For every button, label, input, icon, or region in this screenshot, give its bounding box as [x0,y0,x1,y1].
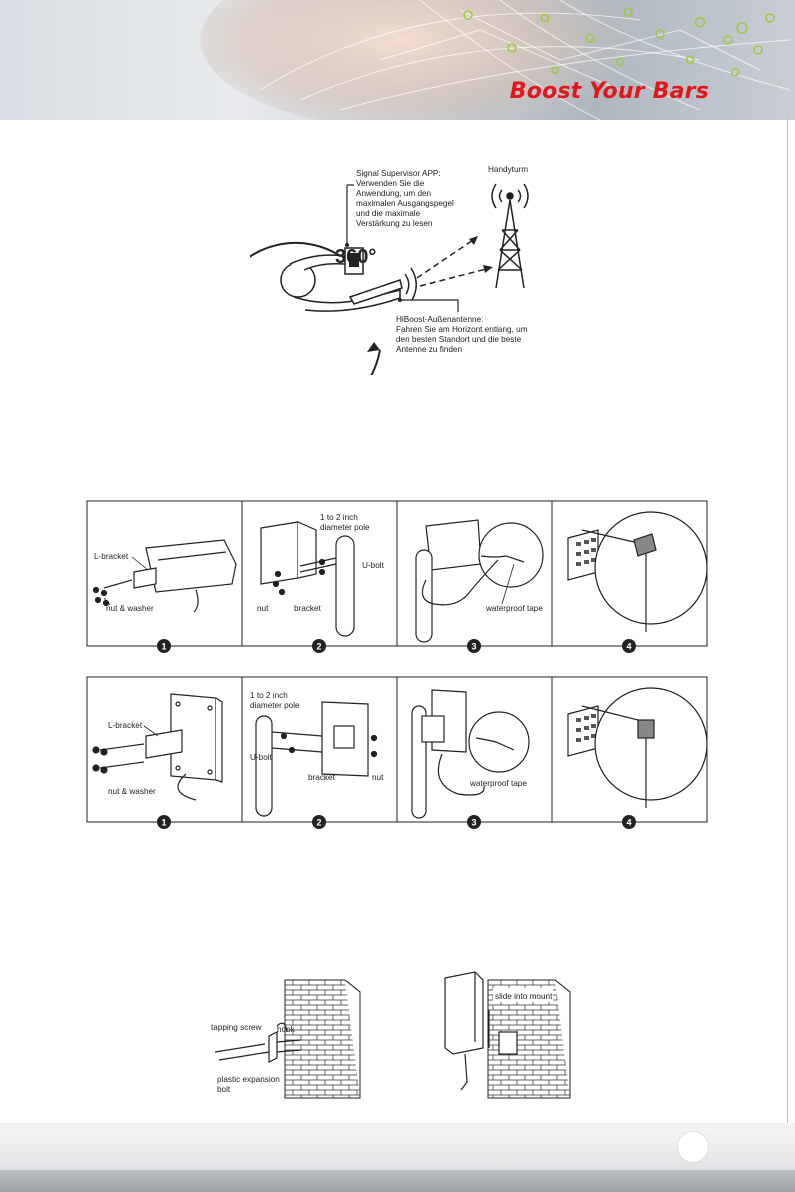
wall-left-label: bolt [217,1085,231,1094]
panel-step2-label: bracket [308,773,336,782]
step-number: 1 [161,642,166,652]
app-note-line: Verwenden Sie die [356,179,425,188]
yagi-step2-label: 1 to 2 inch [320,513,358,522]
step-number: 1 [161,818,166,828]
page-number-badge [678,1132,708,1162]
panel-install-steps: L-bracket nut & washer 1 to 2 inch diame… [86,676,708,836]
antenna-note-line: HiBoost-Außenantenne: [396,315,483,324]
app-note-line: Signal Supervisor APP: [356,169,441,178]
panel-step3-label: waterproof tape [469,779,527,788]
wall-left-label: hook [277,1025,296,1034]
wall-mount-figure: tapping screw hook plastic expansion bol… [205,970,585,1100]
panel-step1-label: nut & washer [108,787,156,796]
step-number: 2 [316,818,321,828]
panel-step2-label: 1 to 2 inch [250,691,288,700]
app-note-line: maximalen Ausgangspegel [356,199,454,208]
wall-right-label: slide into mount [495,992,553,1001]
page-header: Boost Your Bars [0,0,795,120]
step-number: 3 [471,818,476,828]
panel-step2-label: diameter pole [250,701,300,710]
step-number: 3 [471,642,476,652]
yagi-step2-label: U-bolt [362,561,385,570]
panel-step2-label: U-bolt [250,753,273,762]
antenna-note-line: den besten Standort und die beste [396,335,522,344]
yagi-step3-label: waterproof tape [485,604,543,613]
app-note-line: Anwendung, um den [356,189,432,198]
antenna-note-line: Antenne zu finden [396,345,462,354]
yagi-step2-label: nut [257,604,269,613]
wall-left-label: plastic expansion [217,1075,280,1084]
page-edge-rule [787,118,788,1128]
brand-tagline: Boost Your Bars [509,79,709,104]
tower-label: Handyturm [488,165,528,174]
footer-band [0,1170,795,1192]
yagi-step2-label: bracket [294,604,322,613]
wall-left-label: tapping screw [211,1023,262,1032]
yagi-step2-label: diameter pole [320,523,370,532]
app-note-line: und die maximale [356,209,421,218]
step-number: 2 [316,642,321,652]
antenna-note-line: Fahren Sie am Horizont entlang, um [396,325,528,334]
app-note-line: Verstärkung zu lesen [356,219,433,228]
degrees-label: 360° [335,246,376,268]
yagi-step1-label: nut & washer [106,604,154,613]
step-number: 4 [626,818,631,828]
network-globe-graphic [200,0,791,120]
yagi-install-steps: L-bracket nut & washer 1 to 2 inch diame… [86,500,708,660]
antenna-orientation-figure: 360° Signal Supervisor APP: Verwenden Si… [250,160,570,375]
panel-step2-label: nut [372,773,384,782]
yagi-step1-label: L-bracket [94,552,129,561]
step-number: 4 [626,642,631,652]
panel-step1-label: L-bracket [108,721,143,730]
